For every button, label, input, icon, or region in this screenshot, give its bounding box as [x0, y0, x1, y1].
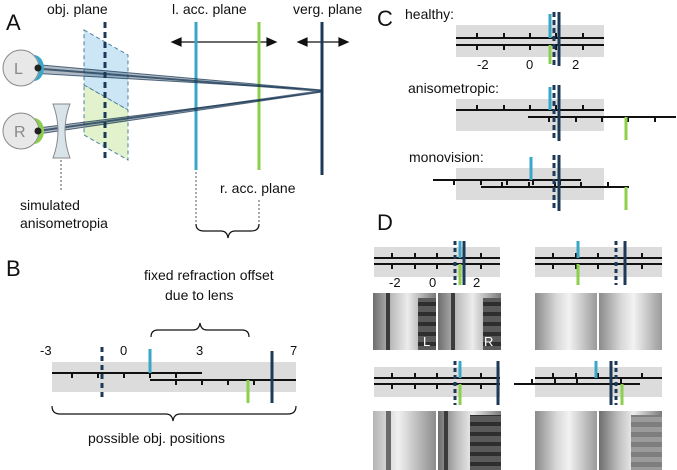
b-axis-top — [52, 372, 202, 378]
c-tick-0: 0 — [526, 57, 533, 72]
right-eye-label: R — [14, 124, 26, 141]
d1-images: L R — [373, 293, 501, 350]
c-tick--2: -2 — [477, 57, 489, 72]
panel-c: C healthy: -2 0 2 anisometropic: — [377, 6, 676, 211]
aniso-band — [456, 99, 604, 131]
positions-brace — [51, 405, 297, 422]
d2-images — [535, 293, 662, 350]
healthy-axis-top — [456, 33, 604, 39]
b-tick--3: -3 — [40, 343, 52, 358]
d-tick--2: -2 — [389, 275, 401, 290]
panel-b-title-2: due to lens — [165, 287, 234, 303]
monovision-label: monovision: — [409, 149, 484, 165]
anisometropic-label: anisometropic: — [408, 80, 499, 96]
panel-b-title-1: fixed refraction offset — [144, 267, 274, 283]
right-eye: R — [2, 112, 44, 150]
concave-lens — [52, 103, 71, 159]
b-range-band — [52, 362, 296, 392]
panel-d-letter: D — [377, 210, 393, 235]
d-right-label: R — [484, 334, 493, 349]
panel-b-footer: possible obj. positions — [88, 430, 225, 446]
d-tick-0: 0 — [429, 275, 436, 290]
b-tick-7: 7 — [290, 343, 297, 358]
d4-images — [535, 411, 662, 470]
panel-a: A obj. plane l. acc. plane verg. plane — [2, 1, 362, 239]
d1-scale: -2 0 2 — [374, 241, 500, 290]
acc-brace — [195, 223, 260, 239]
acc-range-arrow — [170, 37, 278, 47]
healthy-band — [456, 25, 604, 57]
c-tick-2: 2 — [572, 57, 579, 72]
l-acc-plane-label: l. acc. plane — [172, 1, 247, 17]
left-eye: L — [2, 49, 44, 87]
aniso-axis-top — [456, 105, 604, 111]
verg-plane-label: verg. plane — [293, 1, 362, 17]
healthy-axis-bottom — [456, 44, 604, 50]
sight-lines — [29, 63, 323, 135]
b-tick-3: 3 — [196, 343, 203, 358]
d3-images — [373, 411, 501, 470]
panel-b-letter: B — [6, 256, 21, 281]
d4-scale — [514, 361, 662, 405]
panel-a-letter: A — [6, 10, 21, 35]
simulated-label-1: simulated — [20, 197, 80, 213]
b-tick-0: 0 — [120, 343, 127, 358]
d3-scale — [374, 361, 500, 405]
panel-c-letter: C — [377, 6, 393, 31]
offset-brace — [150, 322, 250, 338]
d2-scale — [535, 241, 662, 285]
d-tick-2: 2 — [473, 275, 480, 290]
healthy-label: healthy: — [405, 6, 454, 22]
simulated-label-2: anisometropia — [20, 215, 108, 231]
panel-b: B fixed refraction offset due to lens -3… — [6, 256, 297, 446]
obj-plane-label: obj. plane — [47, 1, 108, 17]
panel-d: D -2 0 2 L — [373, 210, 662, 470]
left-eye-label: L — [14, 61, 23, 78]
d-left-label: L — [423, 334, 430, 349]
r-acc-plane-label: r. acc. plane — [220, 180, 296, 196]
